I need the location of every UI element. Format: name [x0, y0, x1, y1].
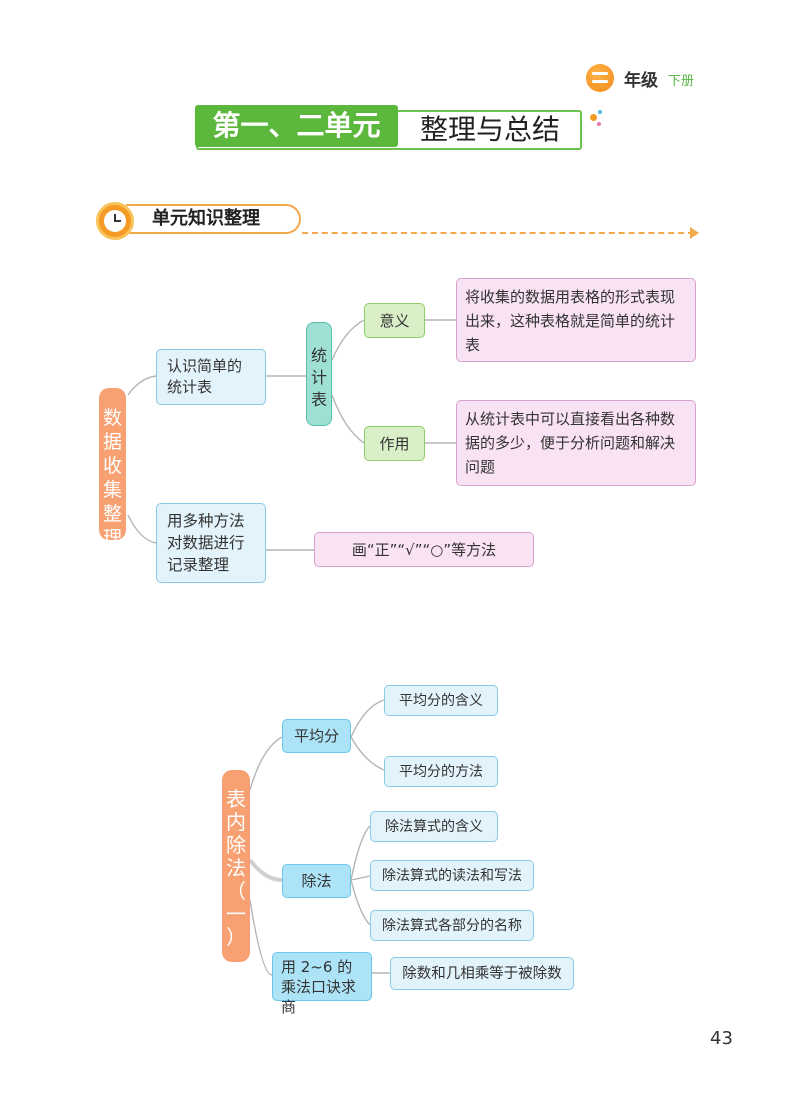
- map2-average-meaning: 平均分的含义: [384, 685, 498, 716]
- arrow-right-icon: [690, 227, 699, 239]
- map2-division-read-write: 除法算式的读法和写法: [370, 860, 534, 891]
- map1-meaning: 意义: [364, 303, 425, 338]
- map1-node-table: 统 计 表: [306, 322, 332, 426]
- map2-average-method: 平均分的方法: [384, 756, 498, 787]
- map1-method-text: 画“正”“√”“○”等方法: [314, 532, 534, 567]
- map1-branch-record-methods: 用多种方法对数据进行记录整理: [156, 503, 266, 583]
- map2-root: 表 内 除 法 （ 一 ）: [222, 770, 250, 962]
- title-summary: 整理与总结: [419, 113, 560, 146]
- map1-use-text: 从统计表中可以直接看出各种数据的多少，便于分析问题和解决问题: [456, 400, 696, 486]
- map2-table-method-text: 除数和几相乘等于被除数: [390, 957, 574, 990]
- map2-division-meaning: 除法算式的含义: [370, 811, 498, 842]
- decor-dot-pink: [597, 122, 601, 126]
- decor-dot-orange: [590, 114, 597, 121]
- alarm-clock-icon: [96, 202, 134, 240]
- grade-badge-icon: [586, 64, 614, 92]
- map2-table-method: 用 2~6 的乘法口诀求商: [272, 952, 372, 1016]
- decor-dot-blue: [598, 110, 602, 114]
- map1-meaning-text: 将收集的数据用表格的形式表现出来，这种表格就是简单的统计表: [456, 278, 696, 362]
- map1-root: 数 据 收 集 整 理: [99, 388, 126, 549]
- page-number: 43: [710, 1028, 733, 1049]
- map1-branch-simple-table: 认识简单的统计表: [156, 349, 266, 405]
- map2-division: 除法: [282, 864, 351, 898]
- title-unit: 第一、二单元: [195, 105, 398, 147]
- grade-sub-label: 下册: [668, 74, 695, 89]
- map2-average: 平均分: [282, 719, 351, 753]
- map1-use: 作用: [364, 426, 425, 461]
- section-header-pill: [126, 204, 301, 234]
- section-dashed-line: [302, 232, 694, 234]
- grade-label: 年级: [624, 71, 658, 91]
- map2-division-parts: 除法算式各部分的名称: [370, 910, 534, 941]
- section-title: 单元知识整理: [152, 208, 260, 229]
